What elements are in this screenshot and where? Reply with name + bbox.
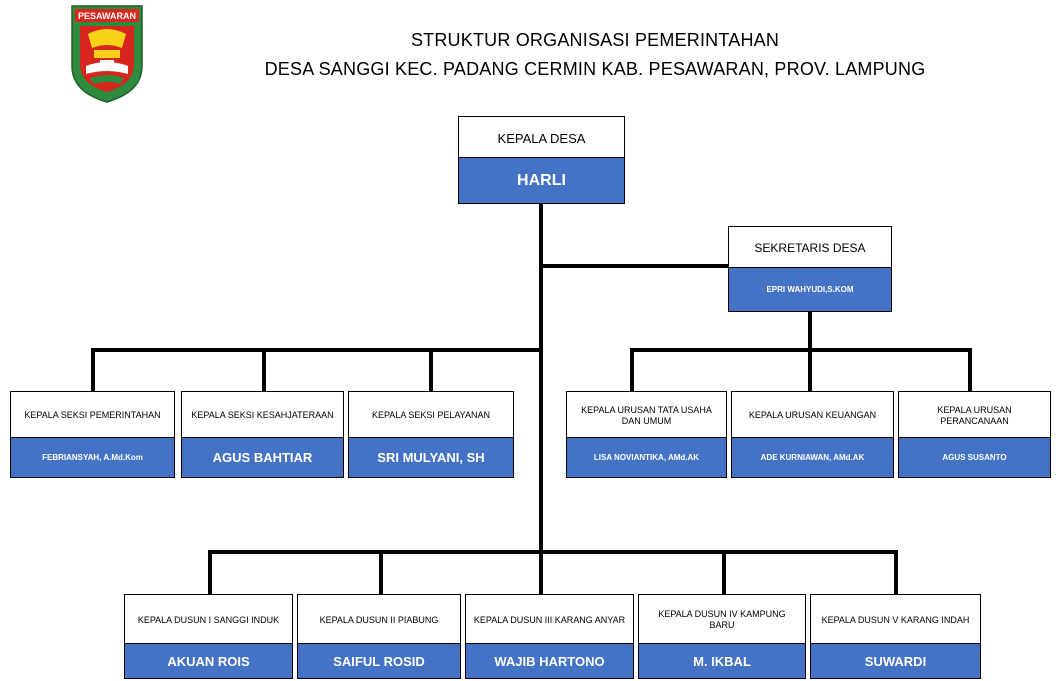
hamlet-name: M. IKBAL	[639, 643, 805, 678]
affairs-role: KEPALA URUSAN KEUANGAN	[748, 410, 877, 420]
chart-title-line2: DESA SANGGI KEC. PADANG CERMIN KAB. PESA…	[264, 59, 926, 79]
section-name: AGUS BAHTIAR	[182, 437, 343, 477]
affairs-role: KEPALA URUSAN PERANCANAAN	[937, 404, 1012, 426]
secretary-role: SEKRETARIS DESA	[754, 241, 866, 255]
section-box-kesahjateraan: KEPALA SEKSI KESAHJATERAAN AGUS BAHTIAR	[181, 391, 344, 478]
section-role: KEPALA SEKSI PELAYANAN	[371, 410, 491, 420]
affairs-box-keuangan: KEPALA URUSAN KEUANGAN ADE KURNIAWAN, AM…	[731, 391, 894, 478]
hamlet-role: KEPALA DUSUN V KARANG INDAH	[821, 614, 970, 625]
section-name: SRI MULYANI, SH	[349, 437, 513, 477]
secretary-name: EPRI WAHYUDI,S.KOM	[729, 267, 891, 311]
hamlet-name: WAJIB HARTONO	[466, 643, 633, 678]
section-role: KEPALA SEKSI KESAHJATERAAN	[191, 410, 334, 420]
head-name: HARLI	[459, 157, 624, 203]
hamlet-name: AKUAN ROIS	[125, 643, 292, 678]
section-box-pemerintahan: KEPALA SEKSI PEMERINTAHAN FEBRIANSYAH, A…	[10, 391, 175, 478]
hamlet-box-2: KEPALA DUSUN II PIABUNG SAIFUL ROSID	[297, 594, 461, 679]
hamlet-box-5: KEPALA DUSUN V KARANG INDAH SUWARDI	[810, 594, 981, 679]
affairs-name: AGUS SUSANTO	[899, 437, 1050, 477]
hamlet-name: SAIFUL ROSID	[298, 643, 460, 678]
hamlet-box-4: KEPALA DUSUN IV KAMPUNG BARU M. IKBAL	[638, 594, 806, 679]
hamlet-role: KEPALA DUSUN IV KAMPUNG BARU	[658, 609, 786, 630]
chart-title-line1: STRUKTUR ORGANISASI PEMERINTAHAN	[410, 30, 780, 50]
affairs-box-tata-usaha: KEPALA URUSAN TATA USAHA DAN UMUM LISA N…	[566, 391, 727, 478]
hamlet-role: KEPALA DUSUN I SANGGI INDUK	[137, 614, 280, 625]
head-box: KEPALA DESA HARLI	[458, 116, 625, 204]
hamlet-name: SUWARDI	[811, 643, 980, 678]
section-box-pelayanan: KEPALA SEKSI PELAYANAN SRI MULYANI, SH	[348, 391, 514, 478]
secretary-box: SEKRETARIS DESA EPRI WAHYUDI,S.KOM	[728, 226, 892, 312]
hamlet-box-3: KEPALA DUSUN III KARANG ANYAR WAJIB HART…	[465, 594, 634, 679]
hamlet-role: KEPALA DUSUN II PIABUNG	[319, 614, 439, 625]
logo-text: PESAWARAN	[78, 11, 136, 21]
affairs-role: KEPALA URUSAN TATA USAHA DAN UMUM	[581, 404, 712, 426]
hamlet-role: KEPALA DUSUN III KARANG ANYAR	[473, 614, 626, 625]
affairs-name: LISA NOVIANTIKA, AMd.AK	[567, 437, 726, 477]
affairs-box-perancanaan: KEPALA URUSAN PERANCANAAN AGUS SUSANTO	[898, 391, 1051, 478]
head-role: KEPALA DESA	[497, 130, 586, 146]
pesawaran-logo: PESAWARAN	[71, 5, 143, 103]
section-role: KEPALA SEKSI PEMERINTAHAN	[24, 410, 161, 420]
hamlet-box-1: KEPALA DUSUN I SANGGI INDUK AKUAN ROIS	[124, 594, 293, 679]
section-name: FEBRIANSYAH, A.Md.Kom	[11, 437, 174, 477]
affairs-name: ADE KURNIAWAN, AMd.AK	[732, 437, 893, 477]
